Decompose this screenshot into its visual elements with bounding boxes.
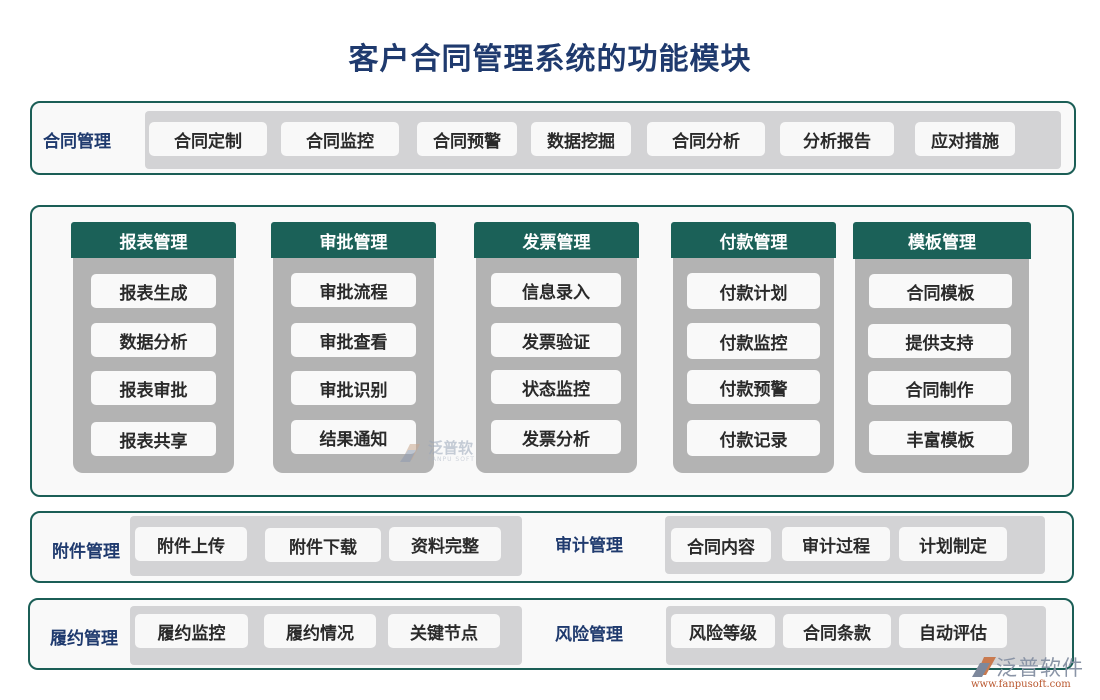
item-contract-template[interactable]: 合同模板 <box>869 274 1012 308</box>
chip-attachment-upload[interactable]: 附件上传 <box>135 527 247 561</box>
item-approval-identify[interactable]: 审批识别 <box>291 371 416 405</box>
item-approval-view[interactable]: 审批查看 <box>291 323 416 357</box>
attachment-tray: 附件上传 附件下载 资料完整 <box>130 516 522 576</box>
chip-contract-analysis[interactable]: 合同分析 <box>647 122 765 156</box>
item-approval-flow[interactable]: 审批流程 <box>291 273 416 307</box>
column-report-management: 报表管理 报表生成 数据分析 报表审批 报表共享 <box>71 222 236 473</box>
watermark-center-sub: FANPU SOFT <box>428 456 475 463</box>
column-header: 模板管理 <box>853 222 1031 259</box>
chip-risk-level[interactable]: 风险等级 <box>671 614 775 648</box>
chip-plan-making[interactable]: 计划制定 <box>899 527 1007 561</box>
column-template-management: 模板管理 合同模板 提供支持 合同制作 丰富模板 <box>853 222 1031 473</box>
chip-data-complete[interactable]: 资料完整 <box>389 527 501 561</box>
chip-analysis-report[interactable]: 分析报告 <box>780 122 894 156</box>
item-rich-template[interactable]: 丰富模板 <box>869 421 1012 455</box>
fanpu-logo-icon <box>972 657 996 677</box>
chip-auto-assess[interactable]: 自动评估 <box>899 614 1007 648</box>
attachment-audit-panel: 附件管理 附件上传 附件下载 资料完整 审计管理 合同内容 审计过程 计划制定 <box>30 511 1074 583</box>
chip-attachment-download[interactable]: 附件下载 <box>265 528 381 562</box>
chip-contract-content[interactable]: 合同内容 <box>671 528 771 562</box>
watermark-center: 泛普软 FANPU SOFT <box>398 437 498 467</box>
item-report-approval[interactable]: 报表审批 <box>91 371 216 405</box>
chip-contract-monitor[interactable]: 合同监控 <box>281 122 399 156</box>
contract-management-tray: 合同定制 合同监控 合同预警 数据挖掘 合同分析 分析报告 应对措施 <box>145 111 1061 169</box>
audit-management-label: 审计管理 <box>555 536 623 556</box>
performance-management-label: 履约管理 <box>50 629 118 649</box>
item-report-share[interactable]: 报表共享 <box>91 422 216 456</box>
item-contract-make[interactable]: 合同制作 <box>868 371 1011 405</box>
item-info-entry[interactable]: 信息录入 <box>491 273 621 307</box>
risk-management-label: 风险管理 <box>555 625 623 645</box>
column-payment-management: 付款管理 付款计划 付款监控 付款预警 付款记录 <box>671 222 836 473</box>
watermark-corner: 泛普软件 www.fanpusoft.com <box>968 652 1098 696</box>
item-invoice-verify[interactable]: 发票验证 <box>491 323 621 357</box>
item-payment-record[interactable]: 付款记录 <box>687 420 820 456</box>
watermark-center-text: 泛普软 <box>428 439 474 457</box>
chip-data-mining[interactable]: 数据挖掘 <box>531 122 631 156</box>
item-payment-warning[interactable]: 付款预警 <box>687 370 820 404</box>
risk-tray: 风险等级 合同条款 自动评估 <box>666 606 1046 665</box>
item-status-monitor[interactable]: 状态监控 <box>491 370 621 404</box>
contract-management-label: 合同管理 <box>43 132 111 152</box>
column-header: 发票管理 <box>474 222 639 258</box>
performance-tray: 履约监控 履约情况 关键节点 <box>130 606 522 665</box>
column-header: 审批管理 <box>271 222 436 258</box>
item-result-notify[interactable]: 结果通知 <box>291 420 416 454</box>
chip-contract-warning[interactable]: 合同预警 <box>417 122 517 156</box>
item-report-generate[interactable]: 报表生成 <box>91 274 216 308</box>
chip-performance-status[interactable]: 履约情况 <box>264 614 376 648</box>
item-provide-support[interactable]: 提供支持 <box>868 324 1011 358</box>
audit-tray: 合同内容 审计过程 计划制定 <box>665 516 1045 574</box>
item-payment-monitor[interactable]: 付款监控 <box>687 323 820 359</box>
column-invoice-management: 发票管理 信息录入 发票验证 状态监控 发票分析 <box>474 222 639 473</box>
column-approval-management: 审批管理 审批流程 审批查看 审批识别 结果通知 <box>271 222 436 473</box>
item-invoice-analysis[interactable]: 发票分析 <box>491 420 621 454</box>
chip-key-nodes[interactable]: 关键节点 <box>388 614 500 648</box>
column-header: 报表管理 <box>71 222 236 258</box>
item-data-analysis[interactable]: 数据分析 <box>91 323 216 357</box>
fanpu-logo-icon <box>400 444 420 462</box>
item-payment-plan[interactable]: 付款计划 <box>687 273 820 309</box>
column-header: 付款管理 <box>671 222 836 258</box>
chip-performance-monitor[interactable]: 履约监控 <box>135 614 248 648</box>
diagram-title: 客户合同管理系统的功能模块 <box>348 42 752 77</box>
chip-contract-terms[interactable]: 合同条款 <box>783 614 891 648</box>
contract-management-panel: 合同管理 合同定制 合同监控 合同预警 数据挖掘 合同分析 分析报告 应对措施 <box>30 101 1076 175</box>
chip-contract-customize[interactable]: 合同定制 <box>149 122 267 156</box>
chip-audit-process[interactable]: 审计过程 <box>782 527 890 561</box>
attachment-management-label: 附件管理 <box>52 542 120 562</box>
watermark-corner-text: 泛普软件 <box>996 656 1084 680</box>
chip-response-measures[interactable]: 应对措施 <box>915 122 1015 156</box>
watermark-corner-url: www.fanpusoft.com <box>971 679 1071 690</box>
performance-risk-panel: 履约管理 履约监控 履约情况 关键节点 风险管理 风险等级 合同条款 自动评估 <box>28 598 1074 670</box>
